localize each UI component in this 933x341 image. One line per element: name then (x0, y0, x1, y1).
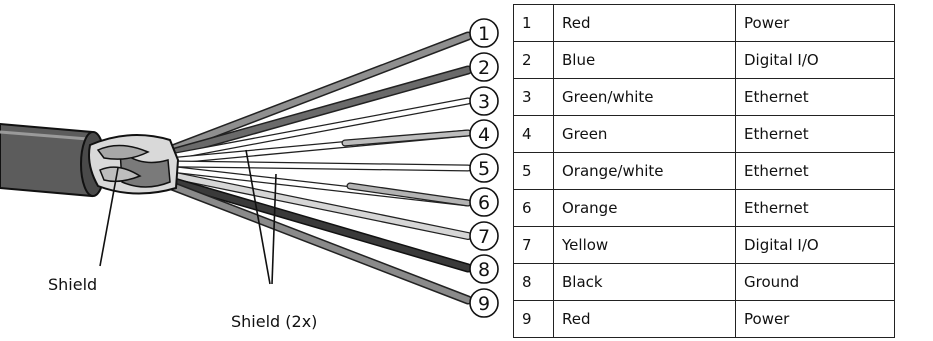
wire-function-cell: Ethernet (735, 78, 895, 116)
wire-callout-number: 6 (478, 192, 490, 214)
wire-color-cell: Red (553, 300, 736, 338)
table-row: 7 Yellow Digital I/O (513, 226, 895, 264)
table-row: 9 Red Power (513, 300, 895, 338)
wire-color-cell: Yellow (553, 226, 736, 264)
wire-callout-6: 6 (469, 187, 499, 217)
wire-number-cell: 6 (513, 189, 554, 227)
wire-callout-7: 7 (469, 221, 499, 251)
table-row: 4 Green Ethernet (513, 115, 895, 153)
shield-2x-label: Shield (2x) (231, 312, 317, 331)
wire-callout-number: 1 (478, 23, 490, 45)
cable-wiring-diagram: Shield Shield (2x) 1 2 3 4 5 6 7 (0, 18, 499, 331)
wire-color-cell: Orange/white (553, 152, 736, 190)
wire-number-cell: 2 (513, 41, 554, 79)
wire-color-cell: Green/white (553, 78, 736, 116)
wire-callout-9: 9 (469, 288, 499, 318)
wire-callout-2: 2 (469, 52, 499, 82)
wire-number-cell: 1 (513, 4, 554, 42)
wire-color-cell: Blue (553, 41, 736, 79)
wire-color-cell: Black (553, 263, 736, 301)
wire-callout-number: 9 (478, 293, 490, 315)
shield-2x-leader-line-b (271, 173, 277, 285)
table-row: 2 Blue Digital I/O (513, 41, 895, 79)
table-row: 5 Orange/white Ethernet (513, 152, 895, 190)
table-row: 6 Orange Ethernet (513, 189, 895, 227)
shield-2x-leader-line-a (245, 149, 271, 285)
wire-callout-number: 8 (478, 259, 490, 281)
table-row: 1 Red Power (513, 4, 895, 42)
wire-callout-5: 5 (469, 153, 499, 183)
table-row: 8 Black Ground (513, 263, 895, 301)
wire-callout-number: 3 (478, 91, 490, 113)
wire-callout-number: 4 (478, 124, 490, 146)
wire-function-cell: Ethernet (735, 189, 895, 227)
wire-function-cell: Power (735, 300, 895, 338)
wire-callout-3: 3 (469, 86, 499, 116)
shield-label: Shield (48, 275, 97, 294)
wire-color-table: 1 Red Power 2 Blue Digital I/O 3 Green/w… (513, 4, 895, 338)
wire-callout-number: 2 (478, 57, 490, 79)
wire-color-cell: Orange (553, 189, 736, 227)
wire-color-cell: Red (553, 4, 736, 42)
wire-number-cell: 7 (513, 226, 554, 264)
shield-leader-line (99, 167, 119, 267)
wire-callout-number: 7 (478, 226, 490, 248)
wire-number-cell: 3 (513, 78, 554, 116)
wire-group (167, 31, 473, 305)
wire-callout-number: 5 (478, 158, 490, 180)
table-row: 3 Green/white Ethernet (513, 78, 895, 116)
wire-callout-8: 8 (469, 254, 499, 284)
wire-function-cell: Digital I/O (735, 226, 895, 264)
wire-function-cell: Ethernet (735, 152, 895, 190)
wire-color-cell: Green (553, 115, 736, 153)
wire-function-cell: Digital I/O (735, 41, 895, 79)
wire-function-cell: Ethernet (735, 115, 895, 153)
wire-callout-4: 4 (469, 119, 499, 149)
wire-number-cell: 8 (513, 263, 554, 301)
wire-callout-1: 1 (469, 18, 499, 48)
wire-function-cell: Ground (735, 263, 895, 301)
wire-function-cell: Power (735, 4, 895, 42)
wire-number-cell: 5 (513, 152, 554, 190)
wire-number-cell: 9 (513, 300, 554, 338)
wire-callouts: 1 2 3 4 5 6 7 8 (469, 18, 499, 318)
wire-number-cell: 4 (513, 115, 554, 153)
